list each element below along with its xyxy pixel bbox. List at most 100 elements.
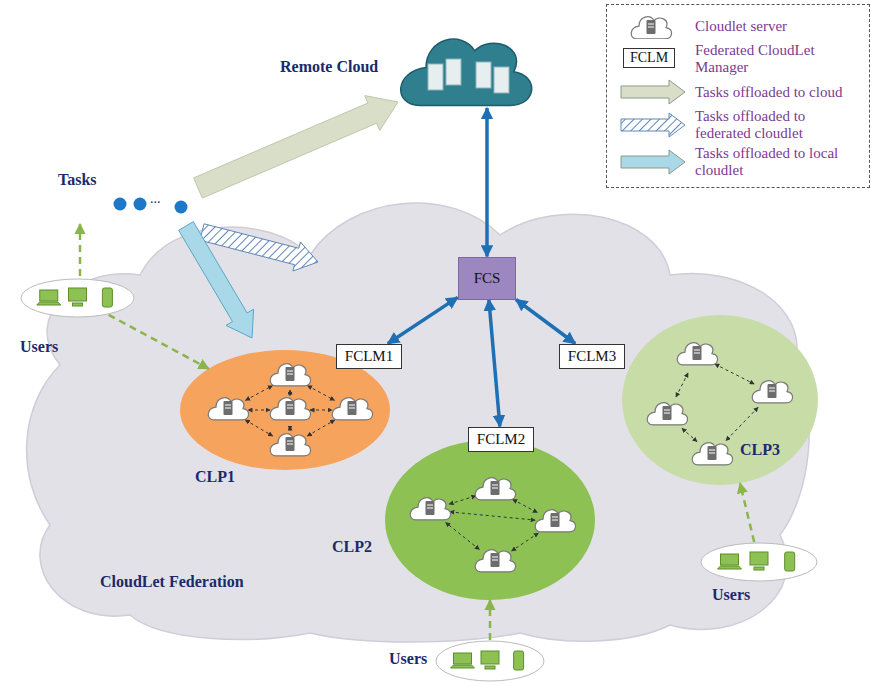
laptop-icon [37, 290, 61, 305]
node-heading: Users [389, 650, 427, 668]
legend-text: Federated CloudLet Manager [695, 42, 855, 76]
cloudlet-server [631, 17, 671, 39]
server-link [245, 420, 272, 436]
box-label: FCLM2 [477, 431, 525, 448]
cloudlet-pool: CLP3 [622, 315, 818, 485]
legend-row: Tasks offloaded to federated cloudlet [615, 108, 861, 142]
server-link [308, 386, 335, 401]
server-link [513, 499, 538, 512]
legend-row: Cloudlet server [615, 13, 861, 39]
server-link [246, 386, 273, 401]
server-link [682, 428, 697, 441]
server-link [307, 420, 334, 436]
node-heading: CLP3 [740, 441, 780, 459]
box-label: FCS [474, 270, 501, 287]
sample-icon [615, 79, 695, 105]
cloudlet-server [475, 550, 515, 572]
laptop-icon [451, 653, 475, 668]
task-dot [134, 198, 147, 211]
cloudlet-server [410, 498, 450, 520]
cloudlet-pool: CLP2 [385, 440, 595, 600]
node-heading: Remote Cloud [280, 58, 378, 76]
desktop-icon [481, 651, 499, 669]
sample-icon [615, 13, 695, 39]
pool-ellipse [385, 440, 595, 600]
fclm-sample-label: FCLM [630, 50, 668, 66]
ellipsis-label: ... [150, 191, 161, 207]
server-rack [446, 59, 461, 85]
phone-icon [102, 288, 112, 307]
box-label: FCLM1 [345, 348, 393, 365]
cloudlet-server [208, 398, 248, 420]
legend-text: Cloudlet server [695, 18, 855, 35]
server-link [290, 390, 291, 396]
legend-sample: FCLM [615, 46, 695, 72]
legend-text: Tasks offloaded to local cloudlet [695, 145, 855, 179]
server-rack [476, 62, 491, 88]
fclm-box: FCLM1 [336, 344, 402, 369]
node-heading: CLP1 [195, 468, 235, 486]
phone-icon [785, 552, 795, 571]
server-link [512, 533, 539, 551]
server-link [310, 410, 332, 411]
cloudlet-server [647, 403, 687, 425]
fcs-box: FCS [458, 257, 517, 300]
legend-row: Tasks offloaded to cloud [615, 79, 861, 105]
server-link [290, 426, 291, 430]
server-link [446, 522, 480, 549]
legend-sample [615, 13, 695, 39]
user-group: Users [700, 542, 818, 582]
fclm-box: FCLM2 [468, 427, 534, 452]
legend-row: FCLM Federated CloudLet Manager [615, 42, 861, 76]
fclm-box: FCLM3 [559, 344, 625, 369]
cloudlet-server [270, 434, 310, 456]
color-swatch [621, 150, 685, 174]
server-rack [428, 64, 443, 90]
cloudlet-server [535, 510, 575, 532]
legend-text: Tasks offloaded to cloud [695, 84, 855, 101]
cloudlet-server [332, 398, 372, 420]
sample-icon [615, 112, 695, 138]
laptop-icon [718, 554, 742, 569]
cloud-task-arrow [194, 96, 398, 199]
node-heading: Users [20, 338, 58, 356]
user-ellipse [20, 278, 135, 318]
phone-icon [514, 651, 524, 670]
legend-text: Tasks offloaded to federated cloudlet [695, 108, 855, 142]
server-link [450, 512, 535, 520]
legend-sample [615, 149, 695, 175]
desktop-icon [69, 288, 87, 306]
color-swatch [621, 80, 685, 104]
cloudlet-server [677, 343, 717, 365]
user-task-arrow [79, 224, 82, 276]
fclm-sample-box: FCLM [623, 48, 675, 68]
pool-ellipse [622, 315, 818, 485]
task-dot [175, 201, 188, 214]
cloudlet-server [692, 443, 732, 465]
sample-icon [615, 149, 695, 175]
legend-sample [615, 79, 695, 105]
server-link [248, 410, 270, 411]
server-link [726, 407, 758, 440]
server-link [449, 496, 476, 504]
cloudlet-server [270, 364, 310, 386]
cloudlet-server [752, 381, 792, 403]
cloudlet-server [270, 398, 310, 420]
server-link [715, 364, 754, 384]
box-label: FCLM3 [568, 348, 616, 365]
user-group: Users [435, 640, 545, 682]
cloudlet-server [475, 478, 515, 500]
user-ellipse [700, 542, 818, 582]
task-dot [114, 198, 127, 211]
tasks-label: Tasks [58, 171, 97, 189]
node-heading: CLP2 [332, 538, 372, 556]
user-ellipse [435, 640, 545, 682]
node-heading: CloudLet Federation [100, 573, 244, 591]
server-link [676, 373, 688, 397]
federation-cloud: CloudLet FederationFCSFCLM1CLP1FCLM2CLP2… [20, 175, 820, 645]
server-rack [494, 67, 509, 93]
node-heading: Users [712, 586, 750, 604]
remote-cloud: Remote Cloud [290, 18, 540, 126]
user-group: Users [20, 278, 135, 318]
legend-row: Tasks offloaded to local cloudlet [615, 145, 861, 179]
